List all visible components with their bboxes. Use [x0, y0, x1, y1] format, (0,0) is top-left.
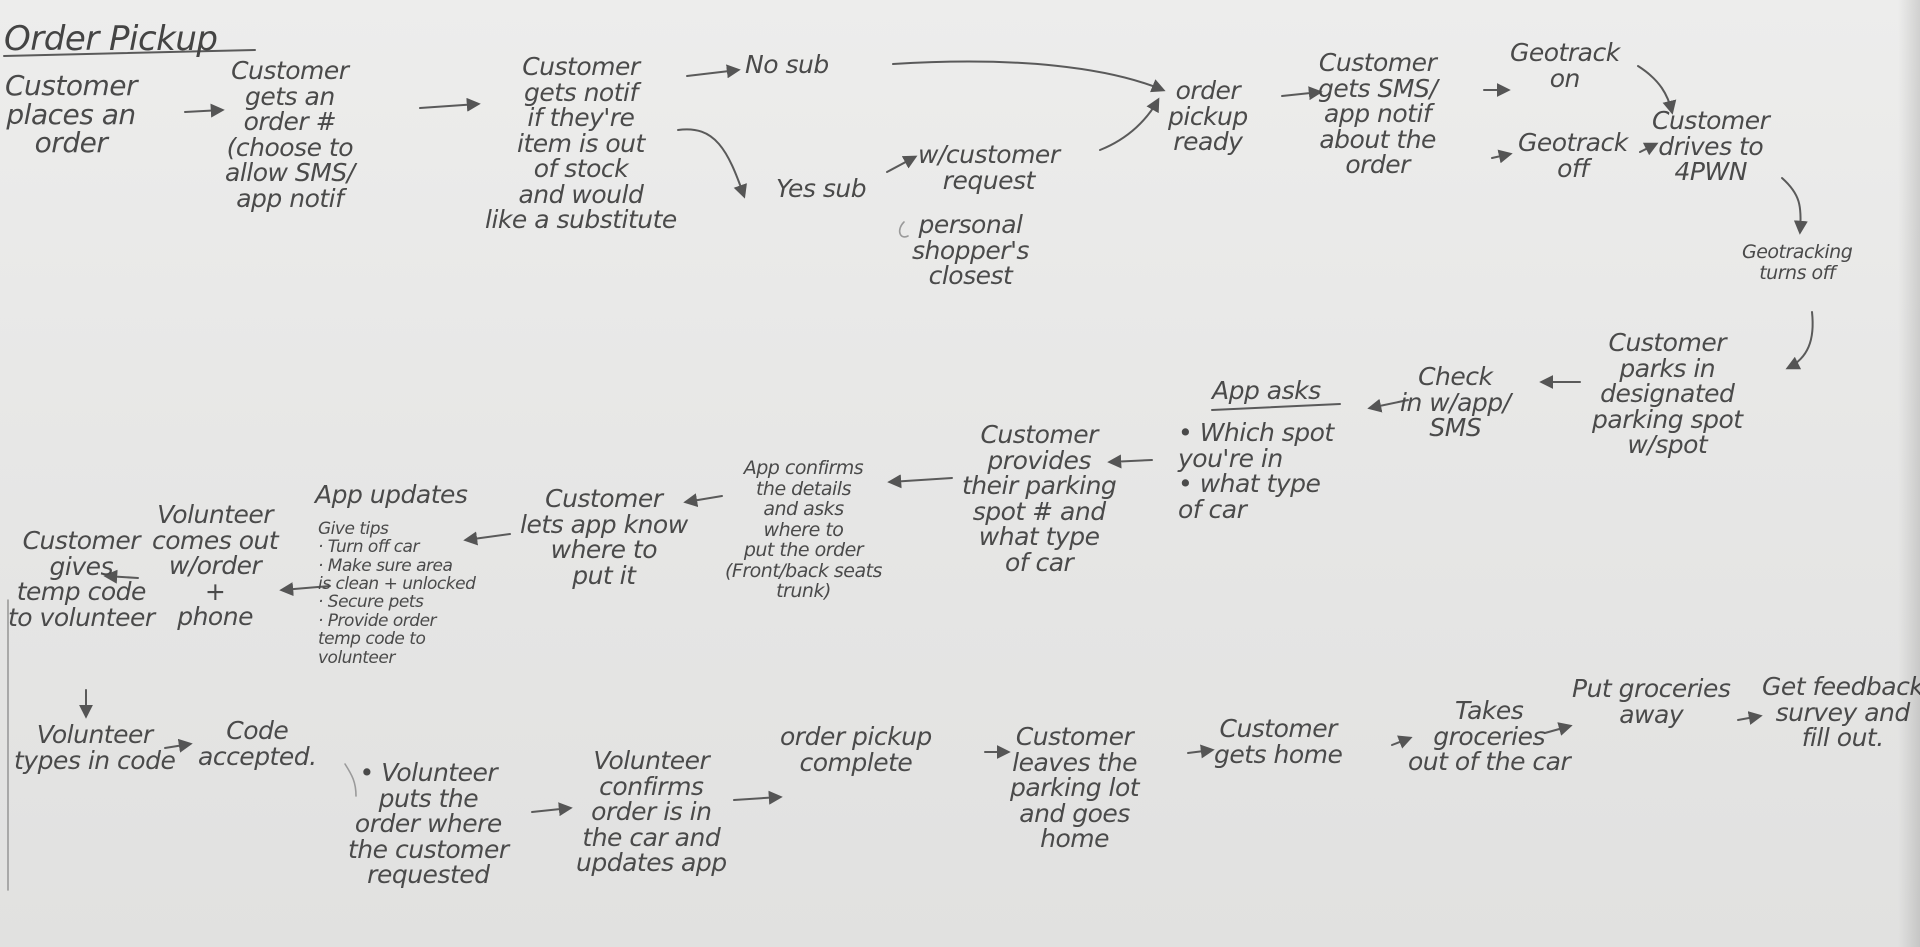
arrow-lets-to-updates: [463, 531, 511, 546]
node-check-in: Check in w/app/ SMS: [1400, 362, 1511, 442]
diagram-title: Order Pickup: [4, 19, 218, 59]
arrow-provides-to-confirms: [887, 474, 953, 489]
arrow-request-to-ready: [1099, 97, 1160, 151]
node-app-asks: App asks: [1212, 376, 1321, 405]
node-provides-parking-spot: Customer provides their parking spot # a…: [962, 420, 1117, 577]
arrow-appasks-to-provides: [1107, 454, 1153, 469]
arrow-geotracking-to-parks: [1785, 311, 1814, 370]
node-leaves-parking-lot: Customer leaves the parking lot and goes…: [1010, 722, 1140, 853]
arrow-types-to-accepted: [164, 738, 193, 753]
node-order-pickup-ready: order pickup ready: [1168, 76, 1248, 156]
node-gets-sms-notif: Customer gets SMS/ app notif about the o…: [1318, 48, 1438, 179]
arrow-confirms-to-lets: [683, 493, 723, 508]
arrow-volunteer-to-gives: [103, 569, 139, 584]
arrow-putaway-to-feedback: [1737, 711, 1763, 725]
app-asks-underline: [1211, 403, 1341, 411]
node-app-updates-tips: Give tips · Turn off car · Make sure are…: [318, 519, 476, 668]
arrow-ready-to-sms: [1281, 86, 1323, 101]
arrow-updates-to-volunteer: [279, 582, 331, 597]
node-geotracking-turns-off: Geotracking turns off: [1742, 241, 1853, 284]
node-gets-order-number: Customer gets an order # (choose to allo…: [225, 56, 355, 213]
arrow-checkin-to-appasks: [1367, 398, 1409, 413]
arrow-yessub-to-request: [886, 155, 918, 173]
node-gets-notif-out-of-stock: Customer gets notif if they're item is o…: [485, 52, 677, 234]
node-gets-home: Customer gets home: [1214, 714, 1343, 769]
node-app-confirms: App confirms the details and asks where …: [725, 457, 882, 603]
node-yes-sub: Yes sub: [776, 174, 867, 203]
arrow-takes-to-putaway: [1544, 722, 1573, 736]
arrow-places-to-ordernum: [184, 103, 225, 118]
node-app-updates: App updates: [315, 480, 468, 509]
node-drives-to-4pwn: Customer drives to 4PWN: [1652, 106, 1770, 186]
node-put-groceries-away: Put groceries away: [1572, 674, 1731, 729]
node-gives-temp-code: Customer gives temp code to volunteer: [8, 526, 155, 632]
node-volunteer-comes-out: Volunteer comes out w/order + phone: [152, 500, 279, 631]
node-customer-places-order: Customer places an order: [5, 69, 138, 160]
node-geotrack-off: Geotrack off: [1518, 128, 1628, 183]
node-personal-shopper: personal shopper's closest: [912, 210, 1029, 290]
arrow-gets-home-to-takes: [1391, 735, 1413, 749]
arrow-confirms-to-complete: [733, 790, 783, 805]
node-parks-designated-spot: Customer parks in designated parking spo…: [1592, 328, 1743, 459]
node-geotrack-on: Geotrack on: [1510, 38, 1620, 93]
title-underline: [3, 49, 256, 57]
personal-shopper-curl: [898, 221, 909, 238]
arrow-geooff-to-drives: [1639, 142, 1659, 156]
puts-order-curl: [344, 763, 357, 797]
node-volunteer-puts-order: • Volunteer puts the order where the cus…: [348, 758, 509, 889]
node-takes-groceries: Takes groceries out of the car: [1408, 696, 1571, 776]
arrow-puts-to-confirms: [531, 802, 573, 817]
node-volunteer-types-code: Volunteer types in code: [14, 720, 176, 775]
arrow-ordernum-to-notif: [419, 97, 481, 112]
node-no-sub: No sub: [745, 50, 829, 79]
arrow-notif-to-yessub: [677, 128, 747, 199]
node-volunteer-confirms: Volunteer confirms order is in the car a…: [576, 746, 727, 877]
arrow-leaves-to-gets-home: [1187, 744, 1215, 759]
node-lets-app-know: Customer lets app know where to put it: [520, 484, 688, 590]
node-order-pickup-complete: order pickup complete: [780, 722, 932, 777]
node-app-asks-details: • Which spot you're in • what type of ca…: [1178, 418, 1334, 524]
arrow-sms-to-geooff: [1491, 149, 1513, 164]
arrow-nosub-to-ready: [892, 60, 1166, 93]
arrow-geoon-to-drives: [1637, 65, 1677, 115]
node-feedback-survey: Get feedback survey and fill out.: [1762, 672, 1920, 752]
node-customer-request: w/customer request: [918, 140, 1060, 195]
arrow-notif-to-nosub: [686, 64, 741, 79]
node-code-accepted: Code accepted.: [198, 716, 317, 771]
arrow-drives-to-geotracking: [1781, 177, 1808, 235]
